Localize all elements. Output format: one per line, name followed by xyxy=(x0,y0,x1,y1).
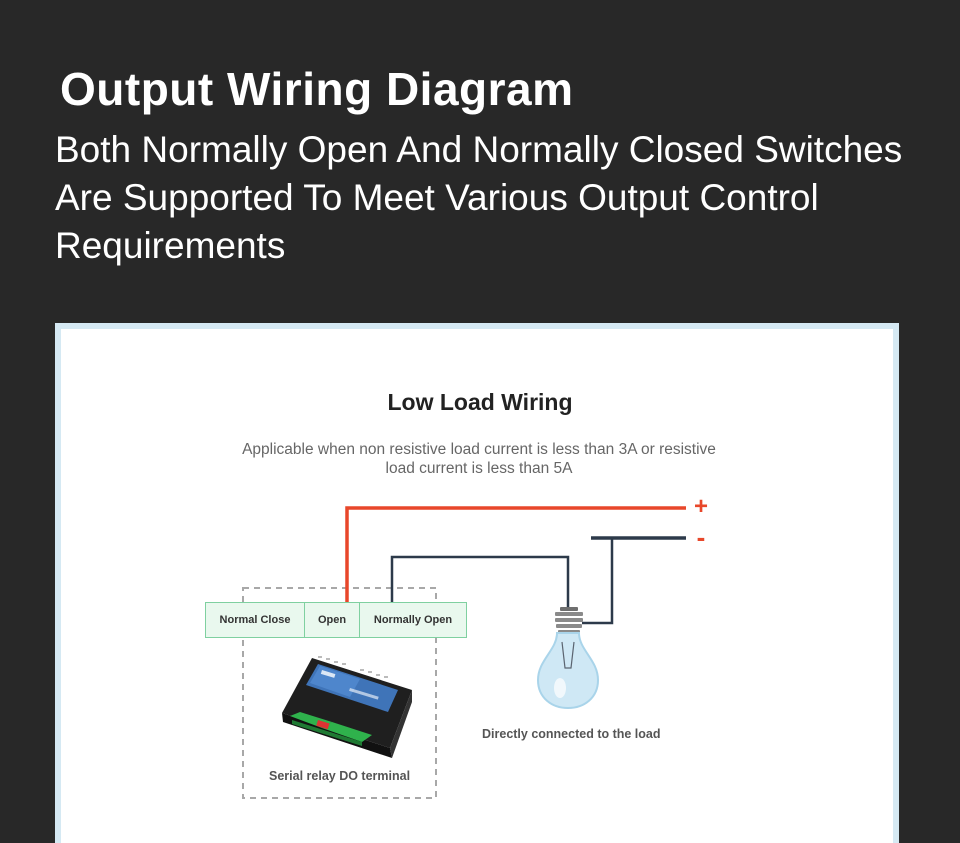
terminal-block: Normal Close Open Normally Open xyxy=(205,602,467,638)
terminal-normally-open: Normally Open xyxy=(373,614,453,626)
positive-wire xyxy=(345,506,686,604)
diagram-description: Applicable when non resistive load curre… xyxy=(242,441,716,477)
relay-module-icon xyxy=(282,656,412,758)
terminal-open: Open xyxy=(305,603,360,637)
wiring-diagram: + - xyxy=(242,493,708,799)
light-bulb-icon xyxy=(536,607,600,710)
plus-sign: + xyxy=(694,493,708,520)
minus-sign: - xyxy=(697,522,706,552)
diagram-panel-inner xyxy=(61,329,893,843)
negative-wire xyxy=(582,538,614,625)
diagram-panel xyxy=(55,323,899,843)
page-subtitle: Both Normally Open And Normally Closed S… xyxy=(55,129,903,266)
load-caption: Directly connected to the load xyxy=(482,727,661,741)
output-wire xyxy=(390,555,570,610)
terminal-normal-close: Normal Close xyxy=(206,603,305,637)
page-title: Output Wiring Diagram xyxy=(60,63,574,115)
device-dashed-box xyxy=(242,587,437,799)
diagram-title: Low Load Wiring xyxy=(387,389,573,415)
device-caption: Serial relay DO terminal xyxy=(269,769,411,783)
